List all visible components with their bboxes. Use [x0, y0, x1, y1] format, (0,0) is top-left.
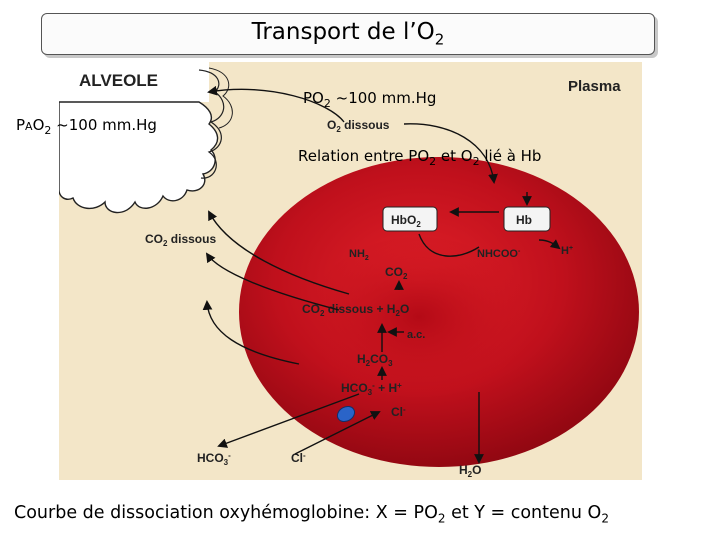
h2o-label: H2O [459, 463, 481, 479]
cl-out-label: Cl- [291, 451, 306, 465]
alveolus-shape [58, 101, 219, 214]
arrow-cl-in [294, 411, 381, 455]
co2-dissous-h2o-label: CO2 dissous + H2O [302, 302, 409, 318]
o2-dissous-label: O2 dissous [327, 118, 390, 134]
carbonic-anhydrase-label: a.c. [407, 329, 425, 341]
pao2-label: PAO2 ~100 mm.Hg [16, 116, 157, 137]
alveolar-exchange-figure: ALVEOLE Plasma O2 dissous CO2 dissous Hb… [58, 62, 642, 480]
cl-inner-label: Cl- [391, 405, 406, 419]
arrow-alveole-to-o2 [207, 85, 345, 123]
band3-transporter-icon [336, 405, 356, 423]
arrow-o2-to-hb [403, 123, 498, 184]
po2-label: PO2 ~100 mm.Hg [303, 89, 437, 110]
hbo2-label: HbO2 [391, 213, 421, 229]
hb-box [503, 206, 551, 232]
arrow-nh2-to-nhcoo [418, 233, 480, 257]
hbo2-box [382, 206, 438, 232]
nh2-label: NH2 [349, 248, 369, 262]
alveole-label: ALVEOLE [79, 71, 158, 90]
arrow-to-h-plus [538, 239, 561, 250]
co2-dissous-plasma-label: CO2 dissous [145, 232, 216, 248]
title-banner: Transport de l’O2 [41, 13, 655, 55]
co2-label: CO2 [385, 265, 408, 281]
nhcoo-label: NHCOO- [477, 248, 521, 260]
exchange-diagram: ALVEOLE Plasma O2 dissous CO2 dissous Hb… [58, 62, 642, 480]
dissociation-curve-caption: Courbe de dissociation oxyhémoglobine: X… [14, 503, 609, 526]
alveole-header-area [59, 62, 209, 102]
alveolus-wall-line [198, 69, 225, 179]
exchange-arrows [202, 85, 561, 464]
arrow-co2-to-alveole [208, 210, 350, 295]
slide-title: Transport de l’O2 [251, 19, 445, 49]
relation-label: Relation entre PO2 et O2 lié à Hb [298, 147, 542, 168]
alveolus-wall-line-outer [208, 67, 233, 129]
arrow-hco3-out [217, 393, 360, 448]
h-plus-label: H+ [561, 245, 573, 257]
hco3-out-label: HCO3- [197, 451, 231, 467]
red-blood-cell-center [309, 237, 529, 397]
hb-label: Hb [516, 213, 532, 227]
arrow-co2-to-plasma [205, 252, 340, 311]
hco3-h-label: HCO3- + H+ [341, 381, 402, 397]
h2co3-label: H2CO3 [357, 352, 393, 368]
plasma-label: Plasma [568, 78, 621, 95]
arrow-to-alveole-lower [202, 300, 300, 365]
